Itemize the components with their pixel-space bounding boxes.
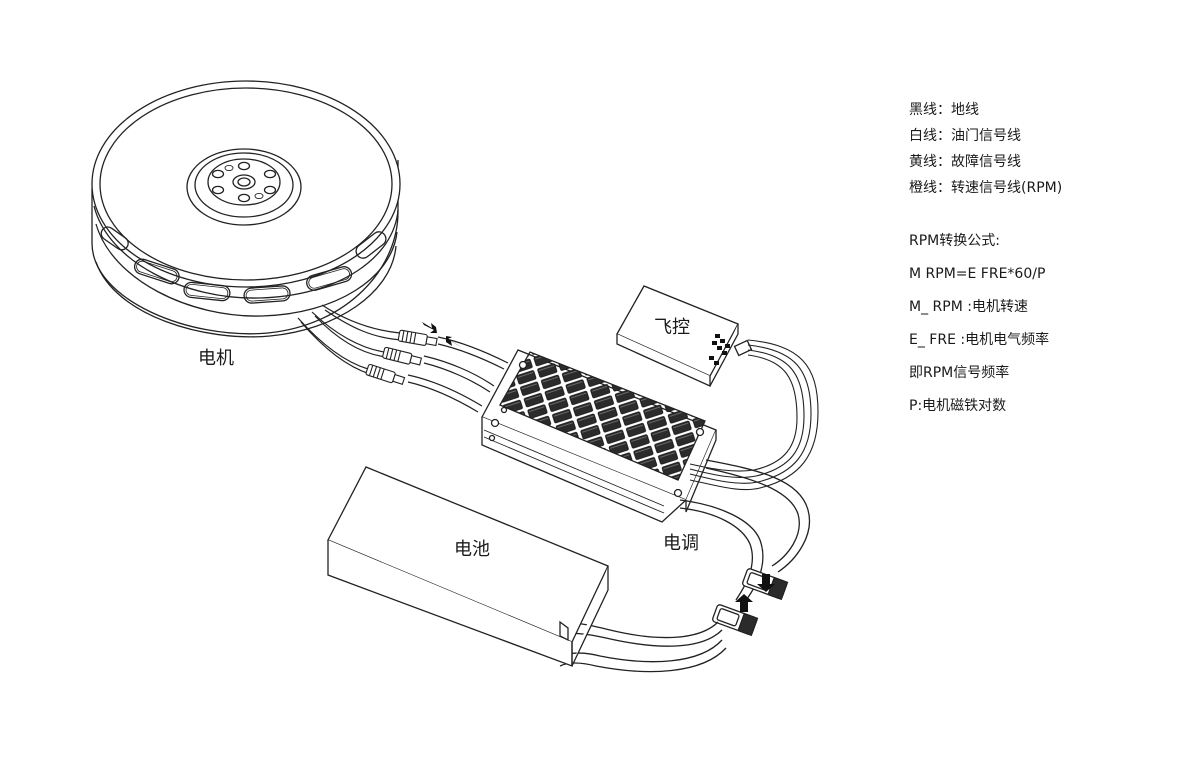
battery-leads [559, 621, 727, 673]
formula-title: RPM转换公式: [909, 233, 1000, 249]
legend-item-white-wire: 白线：油门信号线 [909, 128, 1021, 144]
battery-label: 电池 [454, 539, 490, 560]
battery [327, 466, 609, 667]
flight-controller-label: 飞控 [654, 317, 690, 338]
esc-phase-wires [407, 336, 509, 413]
esc-label: 电调 [663, 533, 699, 554]
legend-item-black-wire: 黑线：地线 [909, 102, 979, 118]
xt-connectors [712, 568, 789, 637]
formula-def-pole-pairs: P:电机磁铁对数 [909, 398, 1007, 414]
formula-equation: M RPM=E FRE*60/P [909, 266, 1046, 282]
motor-label: 电机 [198, 348, 234, 369]
wire-legend: 黑线：地线 白线：油门信号线 黄线：故障信号线 橙线：转速信号线(RPM) [909, 97, 1062, 201]
bullet-connectors [365, 329, 438, 385]
formula-note-rpm-signal: 即RPM信号频率 [909, 365, 1010, 381]
flight-controller [616, 285, 753, 388]
legend-item-yellow-wire: 黄线：故障信号线 [909, 154, 1021, 170]
esc [481, 349, 717, 523]
legend-item-orange-wire: 橙线：转速信号线(RPM) [909, 180, 1063, 196]
connector-arrows [422, 322, 461, 347]
motor-phase-wires [297, 304, 403, 375]
formula-def-electrical-frequency: E_ FRE :电机电气频率 [909, 332, 1050, 348]
formula-def-motor-rpm: M_ RPM :电机转速 [909, 299, 1028, 315]
signal-wires [689, 339, 819, 491]
rpm-formula: RPM转换公式: M RPM=E FRE*60/P M_ RPM :电机转速 E… [909, 229, 1049, 427]
motor [91, 80, 401, 338]
